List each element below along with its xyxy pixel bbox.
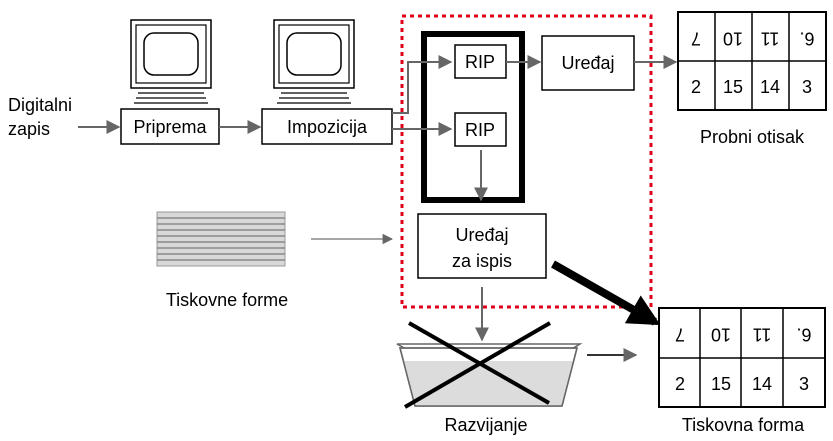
proof-cell: 6. (799, 28, 814, 48)
proof-cell: 7 (691, 28, 701, 48)
arrow (392, 55, 453, 114)
rip-box-top (454, 44, 507, 79)
form-cell: 11 (753, 324, 772, 344)
impozicija-box (261, 108, 393, 145)
form-cell: 2 (675, 374, 685, 394)
dashed-frame (400, 14, 653, 309)
form-cell: 3 (799, 374, 809, 394)
proof-cell: 15 (723, 77, 743, 97)
proof-cell: 11 (761, 28, 780, 48)
proof-cell: 10 (723, 28, 743, 48)
big-arrow (551, 260, 661, 326)
computer-icon (130, 19, 212, 104)
proof-sheet: 7 10 11 6. 2 15 14 3 (677, 11, 827, 111)
form-cell: 7 (675, 324, 685, 344)
form-cell: 14 (752, 374, 772, 394)
uredaj-label: Uređaj (561, 53, 614, 73)
rip-box-bottom (454, 112, 507, 147)
priprema-box (120, 108, 220, 145)
plates-label: Tiskovne forme (166, 290, 288, 310)
rip-bottom-label: RIP (465, 120, 495, 140)
ispis-box (417, 213, 547, 279)
form-cell: 15 (711, 374, 731, 394)
input-label-line1: Digitalni (8, 95, 72, 115)
printing-form-sheet: 7 10 11 6. 2 15 14 3 (658, 307, 826, 408)
develop-label: Razvijanje (444, 415, 527, 435)
form-cell: 10 (711, 324, 731, 344)
proof-cell: 14 (760, 77, 780, 97)
impozicija-label: Impozicija (287, 117, 368, 137)
rip-top-label: RIP (465, 52, 495, 72)
proof-cell: 3 (802, 77, 812, 97)
cross-icon (403, 321, 552, 409)
computer-icon (273, 19, 355, 104)
form-label: Tiskovna forma (682, 415, 805, 435)
plates-stack-icon (156, 211, 286, 267)
input-label-line2: zapis (8, 119, 50, 139)
ispis-label-line1: Uređaj (455, 225, 508, 245)
proof-label: Probni otisak (700, 127, 805, 147)
ispis-label-line2: za ispis (452, 251, 512, 271)
priprema-label: Priprema (133, 117, 207, 137)
form-cell: 6. (796, 324, 811, 344)
proof-cell: 2 (691, 77, 701, 97)
rip-frame (421, 31, 525, 203)
uredaj-box (541, 35, 635, 91)
